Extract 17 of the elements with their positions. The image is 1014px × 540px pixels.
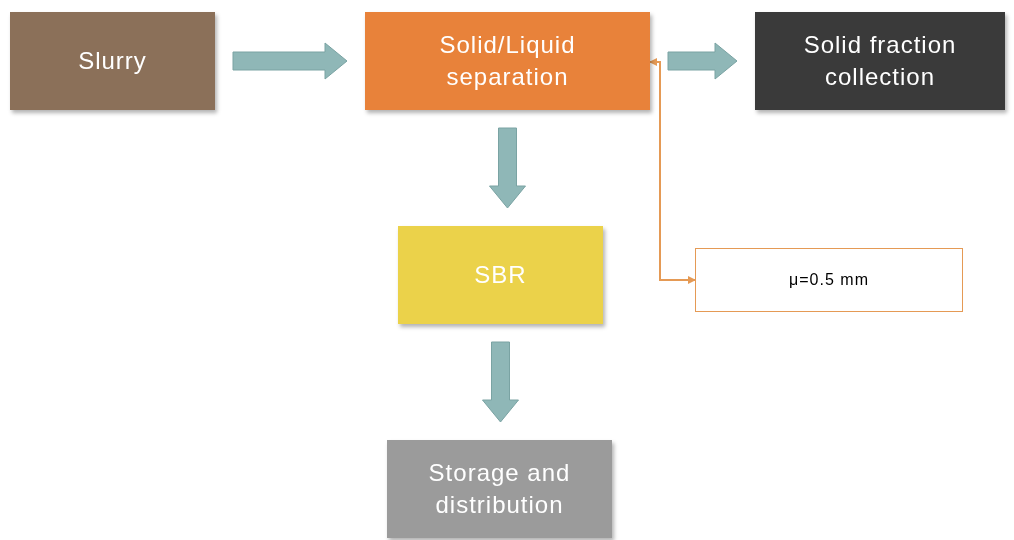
- process-box: [755, 12, 1005, 110]
- process-box: [365, 12, 650, 110]
- node-label: SBR: [474, 259, 527, 290]
- connector-arrow: [649, 58, 696, 284]
- parameter-box: [695, 248, 963, 312]
- block-arrow: [667, 42, 738, 80]
- block-arrow: [482, 341, 519, 423]
- node-label: Solid/Liquid separation: [438, 29, 577, 92]
- node-label: Storage and distribution: [427, 457, 572, 520]
- block-arrow: [489, 127, 526, 209]
- process-box: [10, 12, 215, 110]
- node-label: Solid fraction collection: [802, 29, 958, 92]
- node-label: μ=0.5 mm: [789, 270, 869, 291]
- process-box: [387, 440, 612, 538]
- node-label: Slurry: [78, 45, 147, 76]
- block-arrow: [232, 42, 348, 80]
- process-box: [398, 226, 603, 324]
